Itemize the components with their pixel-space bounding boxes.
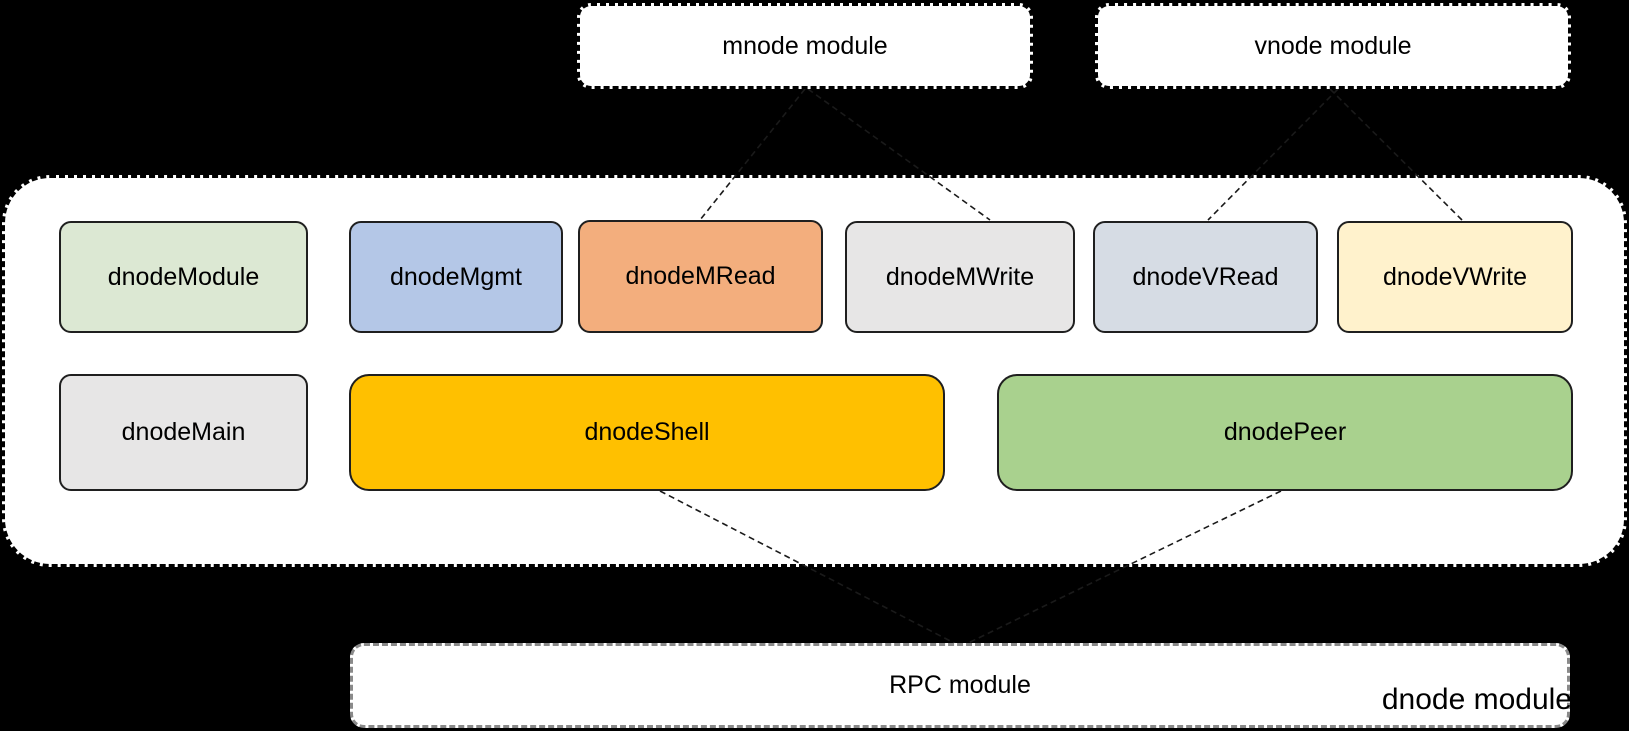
dnodeVRead-box: dnodeVRead [1093,221,1318,333]
dnodeShell-label: dnodeShell [584,418,710,446]
dnodeVRead-label: dnodeVRead [1132,262,1279,291]
dnodeMgmt-label: dnodeMgmt [389,262,523,291]
rpc-module-box: RPC module [350,643,1570,728]
dnodePeer-box: dnodePeer [997,374,1573,491]
vnode-module-label: vnode module [1254,31,1412,60]
dnodeModule-label: dnodeModule [107,262,260,291]
dnodePeer-label: dnodePeer [1223,418,1347,446]
rpc-module-label: RPC module [889,671,1031,699]
dnodeVWrite-box: dnodeVWrite [1337,221,1573,333]
mnode-module-label: mnode module [722,31,888,60]
dnodeModule-box: dnodeModule [59,221,308,333]
dnodeMRead-box: dnodeMRead [578,220,823,333]
dnodeShell-box: dnodeShell [349,374,945,491]
dnodeMain-box: dnodeMain [59,374,308,491]
dnodeMWrite-label: dnodeMWrite [885,262,1035,291]
dnode-module-caption: dnode module [1381,683,1572,716]
mnode-module-box: mnode module [577,3,1033,89]
dnodeMain-label: dnodeMain [121,418,246,446]
dnodeMRead-label: dnodeMRead [625,262,776,290]
dnodeMgmt-box: dnodeMgmt [349,221,563,333]
dnodeVWrite-label: dnodeVWrite [1382,262,1528,291]
vnode-module-box: vnode module [1095,3,1571,89]
dnodeMWrite-box: dnodeMWrite [845,221,1075,333]
